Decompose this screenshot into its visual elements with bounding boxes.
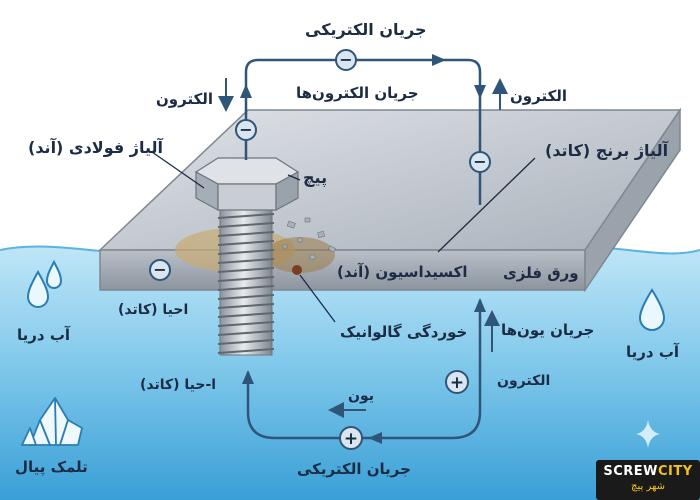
water-drop-icon [638, 288, 666, 331]
bolt-thread [217, 303, 275, 309]
electron-wire-circuit [244, 58, 482, 205]
electron-minus-icon: − [149, 259, 171, 281]
bolt-thread [217, 339, 275, 345]
label-electron-right: الکترون [510, 87, 568, 105]
ion-current-loop [246, 300, 482, 440]
leader-steel-alloy [151, 151, 205, 189]
bolt-thread [217, 249, 275, 255]
label-metal-sheet: ورق فلزی [503, 264, 579, 282]
bolt-thread [217, 231, 275, 237]
electron-minus-icon: − [235, 119, 257, 141]
bolt-threads [217, 213, 275, 354]
label-electron-left: الکترون [156, 90, 214, 108]
label-galvanic-corrosion: خوردگی گالوانیک [340, 323, 468, 341]
wire-arrowhead [432, 54, 446, 66]
label-brass-alloy: آلیاژ برنج (کاتد) [545, 141, 669, 160]
bolt-thread [217, 312, 275, 318]
bolt-thread [217, 276, 275, 282]
corrosion-stain [265, 237, 335, 273]
logo-main-a: SCREW [603, 464, 658, 479]
corrosion-pit [292, 265, 302, 275]
label-reduction-cathode: ا-حیا (کاتد) [140, 377, 217, 393]
bolt-thread [217, 267, 275, 273]
sparkle-icon [636, 420, 660, 448]
svg-text:−: − [153, 260, 166, 279]
label-reduction: احیا (کاتد) [118, 302, 189, 318]
bolt-thread [217, 222, 275, 228]
salt-crystal-icon [21, 397, 83, 446]
loop-arrowhead [368, 432, 382, 444]
loop-arrowhead [474, 298, 486, 312]
metal-plate-side [584, 107, 681, 293]
label-oxidation: اکسیداسیون (آند) [337, 263, 468, 281]
label-steel-alloy: آلیاژ فولادی (آند) [28, 138, 164, 157]
label-sea-water-left: آب دریا [17, 326, 71, 344]
water-drop-icon [26, 259, 63, 308]
sea-water [0, 246, 700, 500]
label-screw: پیچ [303, 168, 328, 187]
svg-text:+: + [344, 429, 358, 449]
wire-arrowhead [240, 84, 252, 98]
loop-arrowhead [242, 370, 254, 384]
bolt-thread [217, 348, 275, 354]
bolt-thread [217, 285, 275, 291]
bolt-thread [217, 258, 275, 264]
label-ion: یون [348, 388, 374, 404]
electron-minus-icon: − [335, 49, 357, 71]
logo-subtitle: شهر پیچ [631, 481, 665, 492]
svg-text:−: − [473, 152, 486, 171]
ion-plus-icon: + [339, 426, 363, 450]
screwcity-logo: SCREWCITY شهر پیچ [596, 460, 700, 500]
electron-minus-icon: − [469, 151, 491, 173]
bolt-thread [217, 294, 275, 300]
bolt-thread [217, 240, 275, 246]
leader-galvanic [299, 274, 336, 323]
label-electron-current: جریان الکترون‌ها [296, 84, 419, 102]
label-sea-water-right: آب دریا [626, 343, 680, 361]
bolt-thread [217, 213, 275, 219]
leader-brass-alloy [437, 157, 536, 253]
label-ion-current: جریان یون‌ها [501, 321, 595, 339]
metal-plate-top [98, 109, 682, 251]
ion-plus-icon: + [445, 370, 469, 394]
label-electron-bottom: الکترون [497, 373, 551, 389]
label-electric-current-bottom: جریان الکتریکی [297, 460, 411, 478]
svg-text:−: − [239, 120, 252, 139]
wire-arrowhead [474, 85, 486, 99]
svg-text:−: − [339, 50, 352, 69]
svg-text:+: + [450, 373, 464, 393]
label-electric-current-top: جریان الکتریکی [305, 20, 427, 39]
bolt-thread [217, 330, 275, 336]
leader-screw [287, 174, 301, 181]
bolt-head-front [217, 183, 277, 211]
corrosion-particles [282, 217, 337, 260]
label-salt-crystal: تلمک پیال [15, 458, 88, 476]
logo-main-b: CITY [657, 464, 693, 479]
bolt-thread [217, 321, 275, 327]
